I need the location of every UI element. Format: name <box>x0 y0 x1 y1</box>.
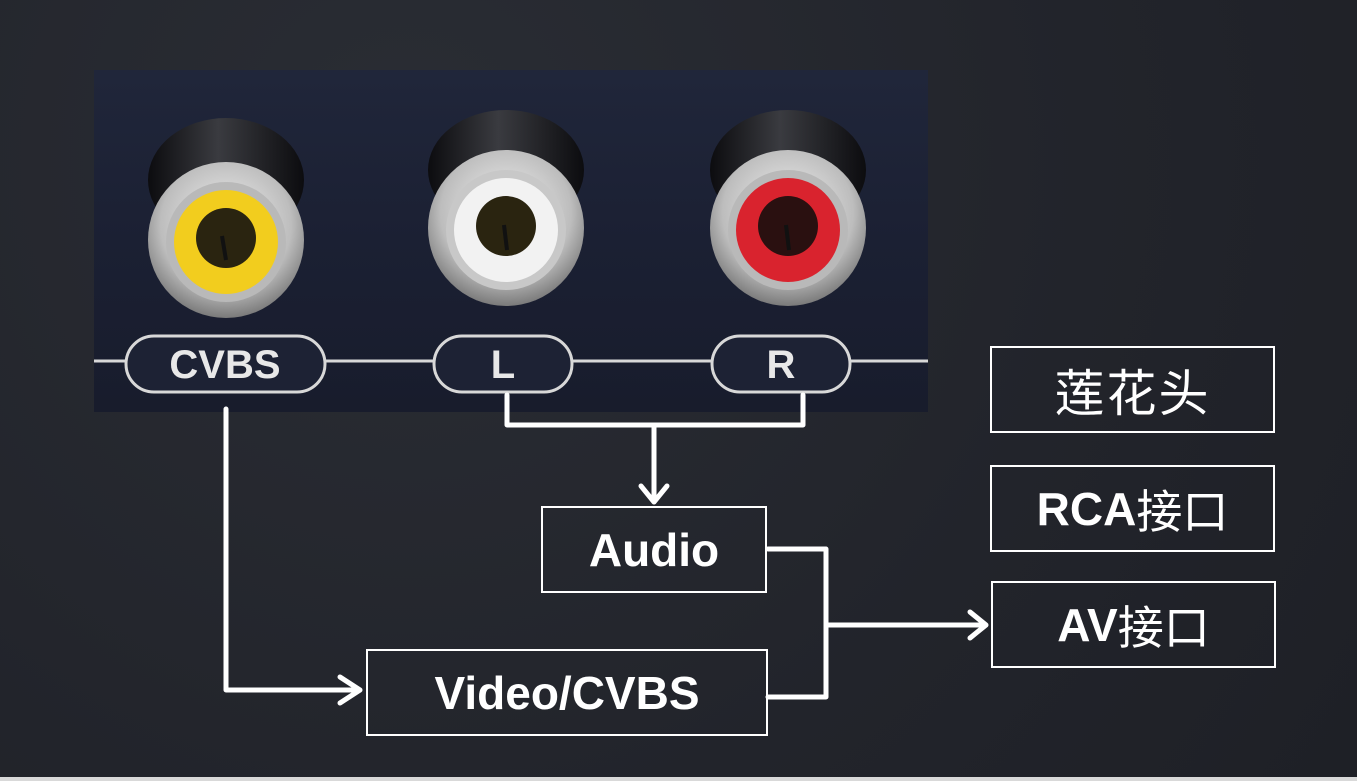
slide-bottom-edge <box>0 777 1357 781</box>
cvbs-label-pill: CVBS <box>124 334 327 394</box>
av-interface-prefix: AV <box>1057 598 1118 651</box>
audio-label: Audio <box>588 523 720 576</box>
right-label-pill: R <box>710 334 852 394</box>
left-label-pill: L <box>432 334 574 394</box>
audio-arrowhead <box>638 483 670 505</box>
av-arrowhead <box>967 609 989 641</box>
video-arrowhead <box>337 674 363 706</box>
cvbs-to-video-line <box>223 406 358 693</box>
left-label: L <box>491 343 515 387</box>
av-interface-suffix: 接口 <box>1117 600 1210 655</box>
lotus-connector-box: 莲花头 <box>990 346 1275 433</box>
rca-panel-photo: CVBS L R <box>94 70 928 412</box>
video-cvbs-label: Video/CVBS <box>434 666 700 719</box>
video-cvbs-box: Video/CVBS <box>366 649 768 736</box>
right-audio-jack <box>710 110 866 306</box>
rca-interface-suffix: 接口 <box>1136 484 1229 539</box>
cvbs-jack <box>148 118 304 318</box>
cvbs-label: CVBS <box>169 343 280 387</box>
merge-bracket-line <box>765 546 829 700</box>
rca-interface-prefix: RCA <box>1036 482 1137 535</box>
right-label: R <box>767 343 796 387</box>
rca-panel-illustration: CVBS L R <box>94 110 928 394</box>
lotus-connector-label: 莲花头 <box>1054 364 1211 423</box>
audio-box: Audio <box>541 506 767 593</box>
left-audio-jack <box>428 110 584 306</box>
